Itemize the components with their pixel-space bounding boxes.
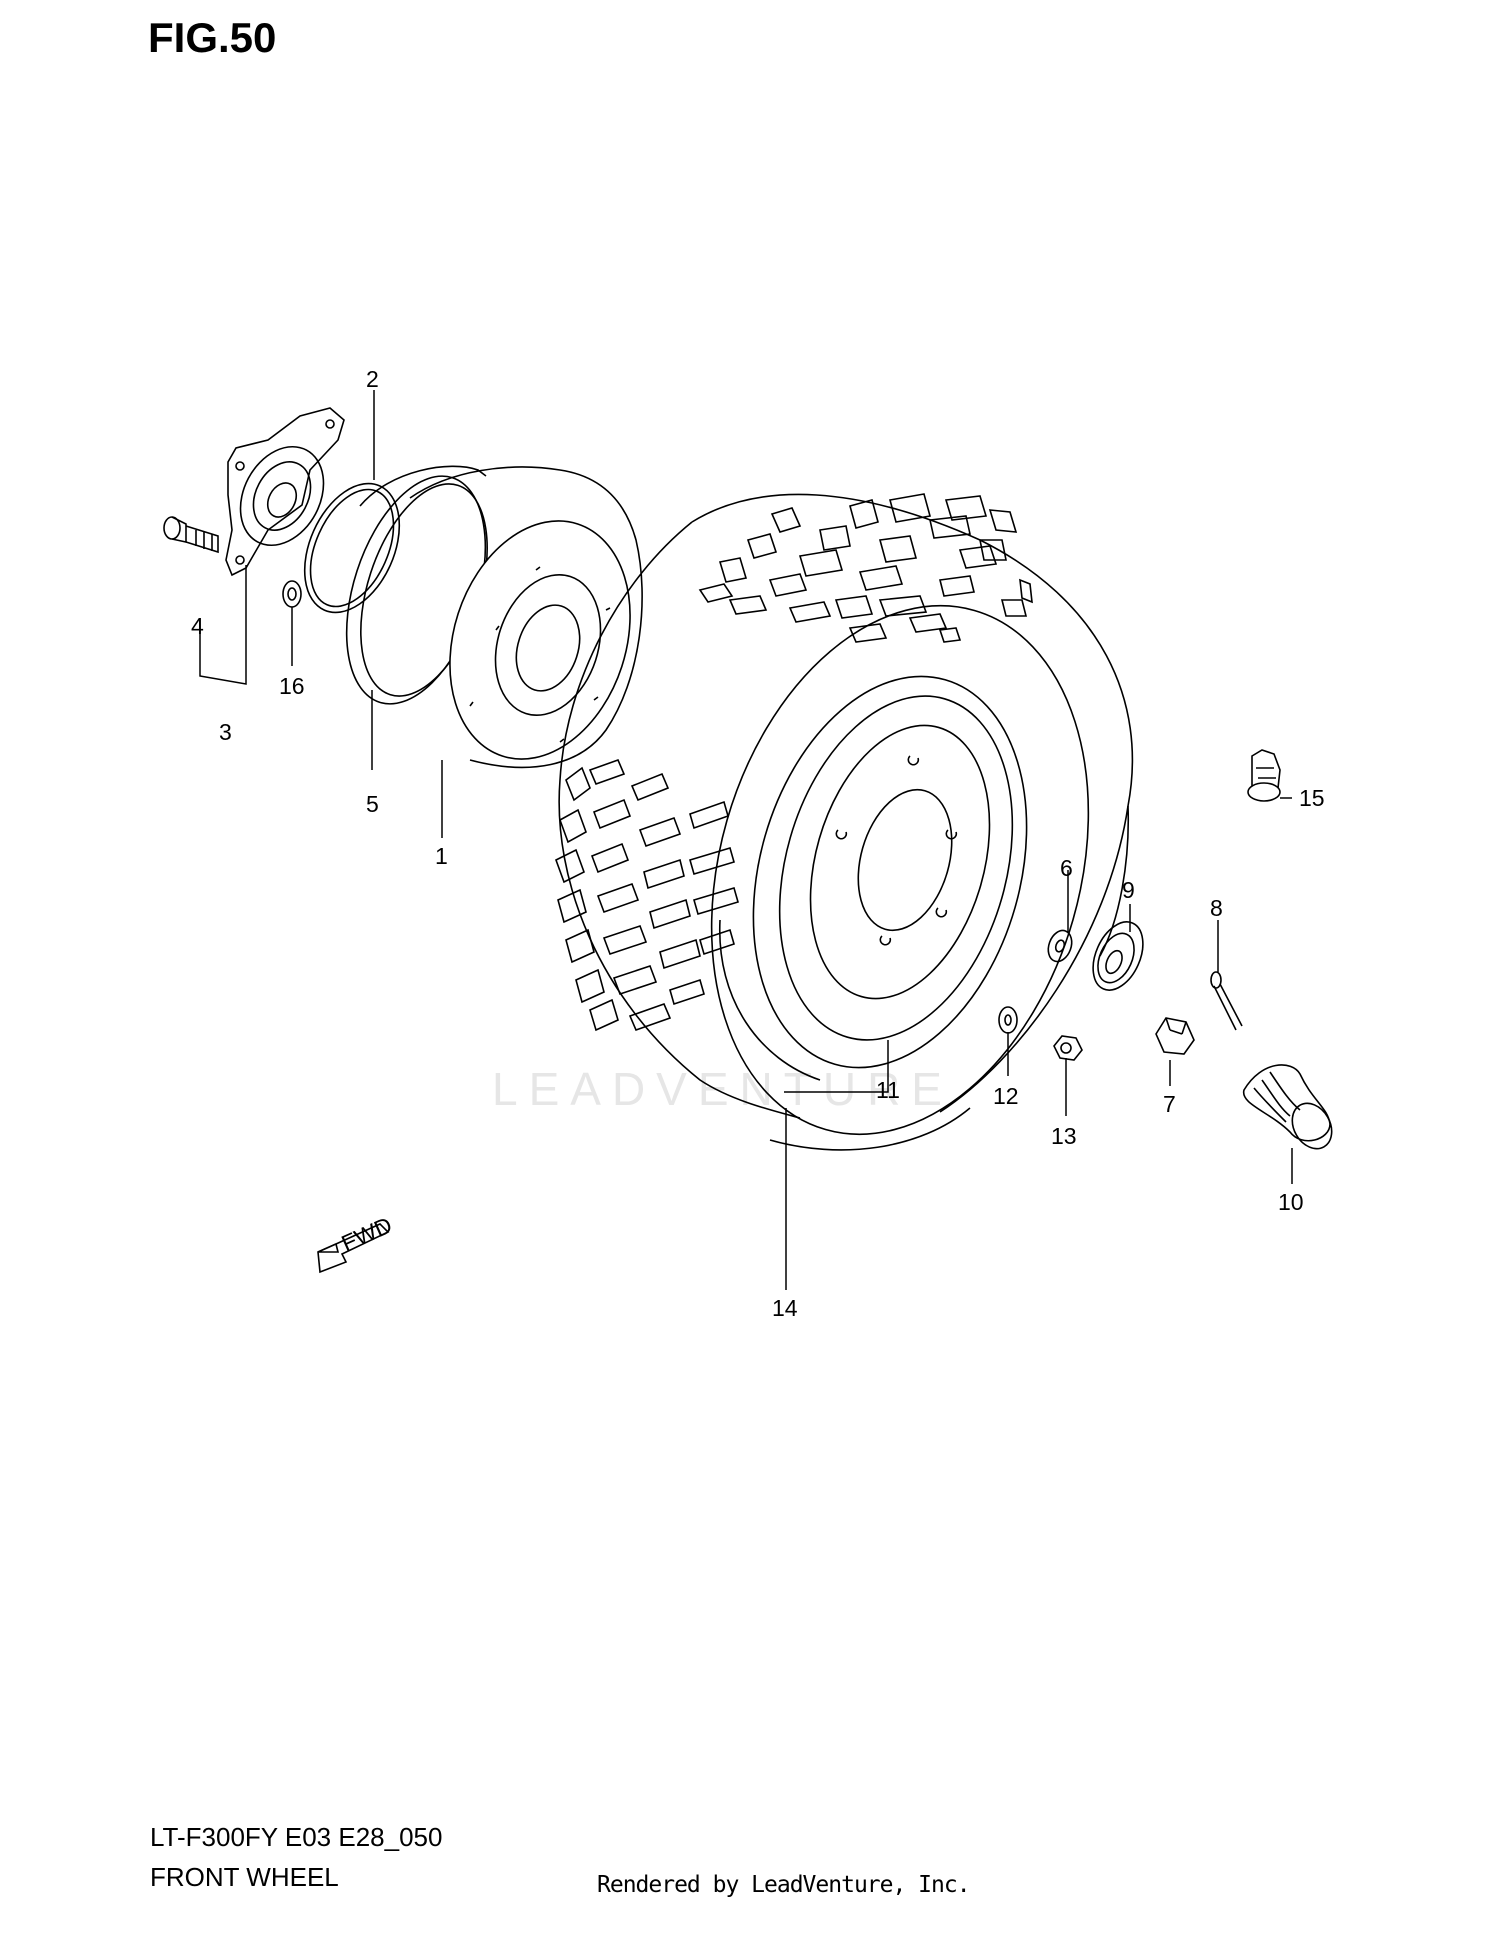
rendered-by-credit: Rendered by LeadVenture, Inc. — [597, 1872, 971, 1898]
part-1-wheel-hub[interactable] — [409, 466, 659, 783]
callout-9[interactable]: 9 — [1122, 877, 1135, 903]
callout-11[interactable]: 11 — [876, 1077, 900, 1103]
figure-title: FIG.50 — [148, 14, 277, 61]
callout-12[interactable]: 12 — [993, 1083, 1019, 1109]
callout-3[interactable]: 3 — [219, 719, 232, 745]
callout-14[interactable]: 14 — [772, 1295, 798, 1321]
part-15-valve[interactable] — [1247, 749, 1281, 802]
part-4-bolt[interactable] — [163, 516, 219, 554]
part-11-wheel-rim[interactable] — [710, 644, 1070, 1100]
part-3-plate[interactable] — [224, 407, 345, 577]
part-6-washer[interactable] — [1044, 927, 1076, 965]
callout-13[interactable]: 13 — [1051, 1123, 1077, 1149]
part-16-washer[interactable] — [282, 580, 302, 608]
callout-numbers: 2 4 16 3 5 1 15 6 9 8 11 12 7 13 10 14 — [191, 366, 1325, 1321]
callout-5[interactable]: 5 — [366, 791, 379, 817]
part-10-hub-cap[interactable] — [1243, 1064, 1340, 1156]
callout-16[interactable]: 16 — [279, 673, 305, 699]
part-7-castle-nut[interactable] — [1155, 1017, 1195, 1055]
callout-2[interactable]: 2 — [366, 366, 379, 392]
callout-1[interactable]: 1 — [435, 843, 448, 869]
fwd-label: FWD — [337, 1212, 395, 1257]
callout-10[interactable]: 10 — [1278, 1189, 1304, 1215]
part-14-tire[interactable] — [555, 493, 1147, 1179]
leader-lines — [199, 390, 1293, 1290]
callout-6[interactable]: 6 — [1060, 855, 1073, 881]
callout-8[interactable]: 8 — [1210, 895, 1223, 921]
part-2-o-ring[interactable] — [286, 469, 418, 627]
model-code: LT-F300FY E03 E28_050 — [150, 1822, 443, 1852]
part-13-nut[interactable] — [1053, 1035, 1083, 1061]
section-name: FRONT WHEEL — [150, 1862, 339, 1892]
callout-7[interactable]: 7 — [1163, 1091, 1176, 1117]
part-8-cotter-pin[interactable] — [1210, 971, 1243, 1031]
callout-4[interactable]: 4 — [191, 613, 204, 639]
part-9-seal[interactable] — [1083, 914, 1152, 998]
fwd-direction-arrow: FWD — [317, 1212, 396, 1274]
callout-15[interactable]: 15 — [1299, 785, 1325, 811]
part-12-washer[interactable] — [998, 1006, 1018, 1034]
